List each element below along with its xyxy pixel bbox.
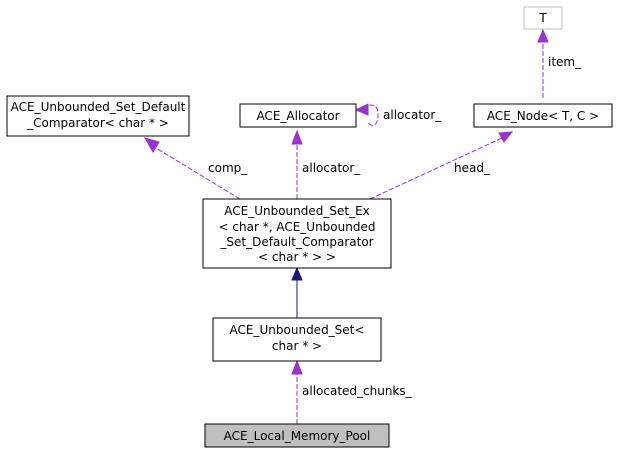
edge-allocator: allocator_ bbox=[291, 129, 361, 199]
node-ace-allocator-label: ACE_Allocator bbox=[256, 109, 339, 123]
edge-allocator-self: allocator_ bbox=[354, 103, 442, 126]
edge-head: head_ bbox=[369, 131, 514, 200]
edge-label-head: head_ bbox=[454, 161, 491, 175]
edge-comp: comp_ bbox=[143, 137, 248, 200]
node-set-ex-label-line-2: < char *, ACE_Unbounded bbox=[219, 220, 376, 234]
node-comparator-label-line-2: _Comparator< char * > bbox=[26, 116, 169, 130]
node-ace-unbounded-set-default-comparator[interactable]: ACE_Unbounded_Set_Default _Comparator< c… bbox=[6, 95, 190, 137]
node-pool-label: ACE_Local_Memory_Pool bbox=[224, 429, 371, 443]
node-ace-unbounded-set[interactable]: ACE_Unbounded_Set< char * > bbox=[212, 317, 382, 362]
node-set-label-line-2: char * > bbox=[272, 339, 322, 353]
node-ace-local-memory-pool[interactable]: ACE_Local_Memory_Pool bbox=[204, 423, 390, 448]
node-template-param-t[interactable]: T bbox=[523, 6, 563, 30]
edge-label-item: item_ bbox=[548, 55, 582, 69]
node-set-ex-label-line-1: ACE_Unbounded_Set_Ex bbox=[224, 204, 370, 218]
node-ace-node[interactable]: ACE_Node< T, C > bbox=[473, 103, 613, 128]
edge-inheritance bbox=[291, 266, 303, 318]
node-t-label: T bbox=[538, 11, 547, 25]
edge-label-allocator: allocator_ bbox=[302, 161, 361, 175]
node-comparator-label-line-1: ACE_Unbounded_Set_Default bbox=[11, 100, 186, 114]
edge-label-allocated-chunks: allocated_chunks_ bbox=[302, 384, 413, 398]
edge-label-allocator-self: allocator_ bbox=[383, 108, 442, 122]
node-ace-node-label: ACE_Node< T, C > bbox=[487, 109, 599, 123]
edge-allocated-chunks: allocated_chunks_ bbox=[291, 359, 413, 424]
node-set-ex-label-line-3: _Set_Default_Comparator bbox=[219, 235, 373, 249]
edge-item: item_ bbox=[537, 28, 582, 98]
node-ace-allocator[interactable]: ACE_Allocator bbox=[239, 103, 357, 128]
node-ace-unbounded-set-ex[interactable]: ACE_Unbounded_Set_Ex < char *, ACE_Unbou… bbox=[202, 198, 392, 269]
edge-label-comp: comp_ bbox=[208, 161, 248, 175]
node-set-ex-label-line-4: < char * > > bbox=[258, 250, 336, 264]
node-set-label-line-1: ACE_Unbounded_Set< bbox=[230, 323, 365, 337]
